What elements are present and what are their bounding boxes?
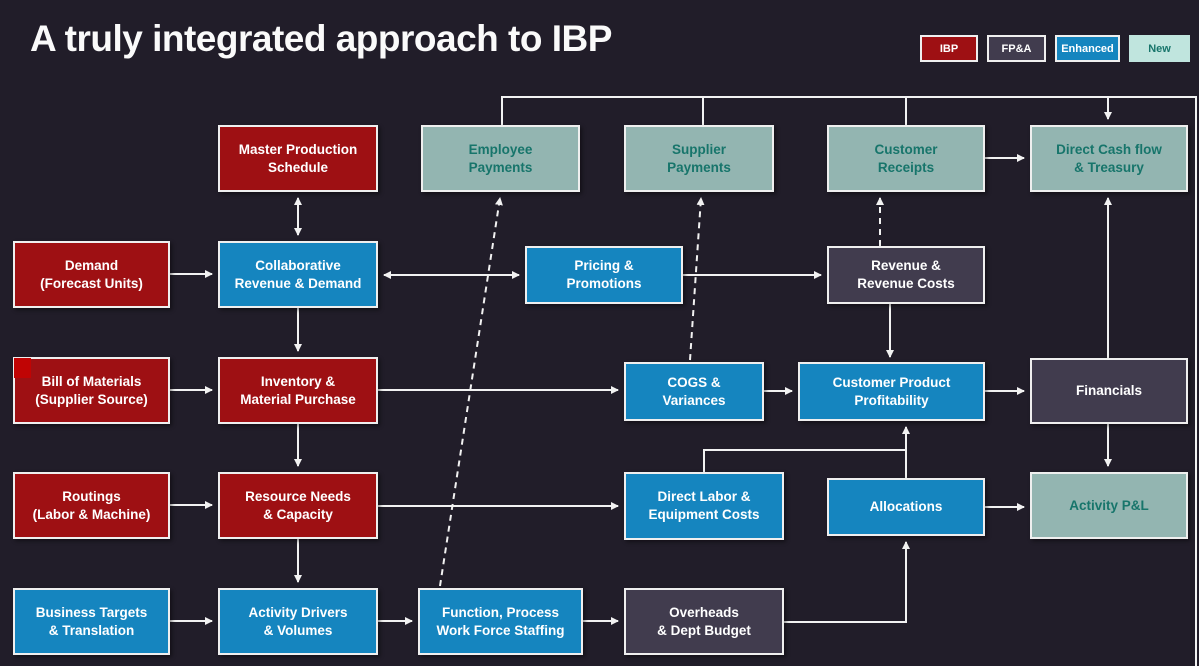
line-dlabor-junction bbox=[703, 449, 906, 472]
node-activity-drivers-volumes: Activity Drivers& Volumes bbox=[218, 588, 378, 655]
legend-enhanced: Enhanced bbox=[1055, 35, 1120, 62]
node-resource-needs-capacity: Resource Needs& Capacity bbox=[218, 472, 378, 539]
dashed-function-to-employee bbox=[439, 197, 503, 587]
page-title: A truly integrated approach to IBP bbox=[30, 18, 612, 59]
node-direct-labor-equipment-costs: Direct Labor &Equipment Costs bbox=[624, 472, 784, 540]
node-routings-labor-machine: Routings(Labor & Machine) bbox=[13, 472, 170, 539]
node-cogs-variances: COGS &Variances bbox=[624, 362, 764, 421]
legend-new: New bbox=[1129, 35, 1190, 62]
node-allocations: Allocations bbox=[827, 478, 985, 536]
node-inventory-material-purchase: Inventory &Material Purchase bbox=[218, 357, 378, 424]
dashed-cogs-to-supplier bbox=[689, 197, 705, 361]
node-overheads-dept-budget: Overheads& Dept Budget bbox=[624, 588, 784, 655]
line-top-rail bbox=[501, 96, 1197, 666]
legend: IBP FP&A Enhanced New bbox=[920, 35, 1190, 62]
node-business-targets-translation: Business Targets& Translation bbox=[13, 588, 170, 655]
highlight-square bbox=[14, 358, 31, 378]
node-demand-forecast-units: Demand(Forecast Units) bbox=[13, 241, 170, 308]
node-revenue-revenue-costs: Revenue &Revenue Costs bbox=[827, 246, 985, 304]
arrow-overheads-to-alloc bbox=[784, 541, 910, 623]
node-bill-of-materials: Bill of Materials(Supplier Source) bbox=[13, 357, 170, 424]
node-direct-cash-flow-treasury: Direct Cash flow& Treasury bbox=[1030, 125, 1188, 192]
node-financials: Financials bbox=[1030, 358, 1188, 424]
legend-fpa: FP&A bbox=[987, 35, 1046, 62]
node-activity-pl: Activity P&L bbox=[1030, 472, 1188, 539]
legend-ibp: IBP bbox=[920, 35, 978, 62]
node-pricing-promotions: Pricing &Promotions bbox=[525, 246, 683, 304]
